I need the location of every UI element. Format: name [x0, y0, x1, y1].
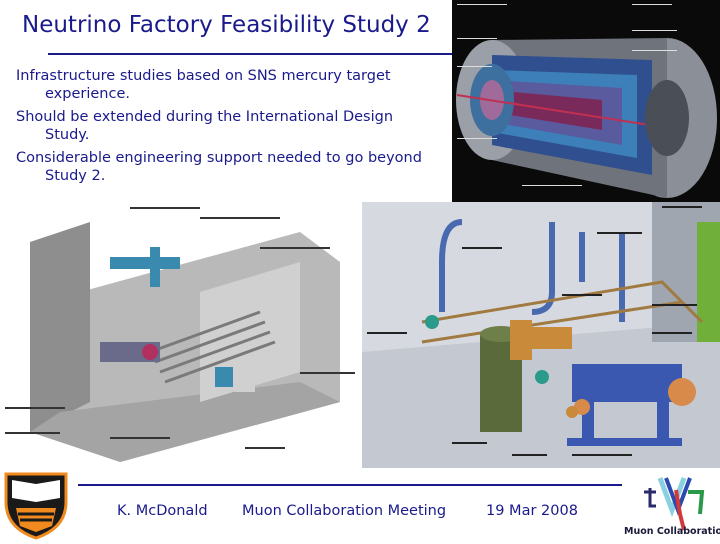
- target-hall-image: [0, 202, 362, 468]
- bullet-2-line-1: Should be extended during the Internatio…: [16, 109, 394, 125]
- princeton-shield-icon: [0, 468, 72, 540]
- footer-date: 19 Mar 2008: [486, 503, 578, 519]
- muon-collaboration-logo: Muon Collaboration: [622, 470, 720, 540]
- bullet-2: Should be extended during the Internatio…: [16, 108, 446, 144]
- muon-logo-text: Muon Collaboration: [624, 526, 720, 537]
- mercury-loop-image: [362, 202, 720, 468]
- footer-divider: [78, 484, 626, 486]
- bullet-3-line-2: Study 2.: [45, 168, 106, 184]
- target-cutaway-image: [452, 0, 720, 202]
- footer-author: K. McDonald: [117, 503, 208, 519]
- slide-title: Neutrino Factory Feasibility Study 2: [22, 12, 431, 38]
- title-divider: [48, 53, 453, 55]
- bullet-1-line-1: Infrastructure studies based on SNS merc…: [16, 68, 391, 84]
- bullet-1: Infrastructure studies based on SNS merc…: [16, 67, 446, 103]
- bullet-3: Considerable engineering support needed …: [16, 149, 446, 185]
- bullet-2-line-2: Study.: [45, 127, 90, 143]
- bullet-3-line-1: Considerable engineering support needed …: [16, 150, 422, 166]
- footer-meeting: Muon Collaboration Meeting: [242, 503, 447, 519]
- bullet-1-line-2: experience.: [45, 86, 130, 102]
